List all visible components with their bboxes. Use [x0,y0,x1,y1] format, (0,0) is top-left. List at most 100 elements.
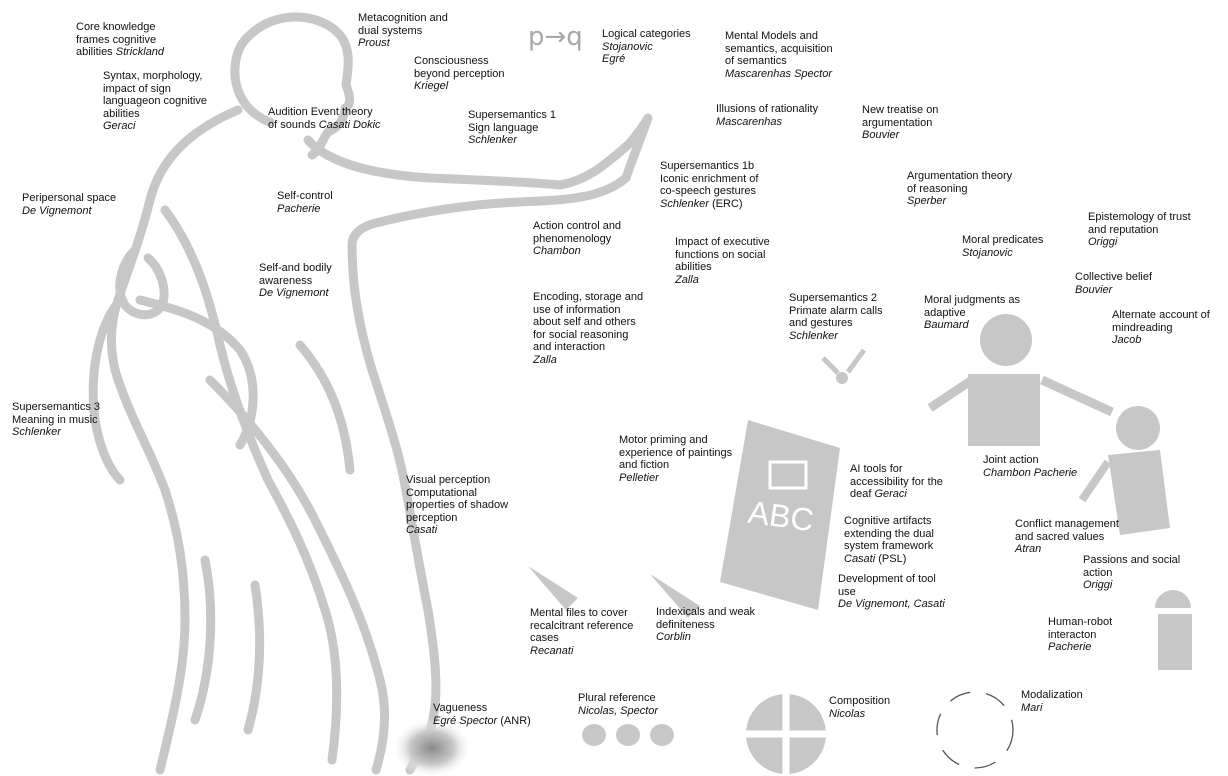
node-author: Schlenker [468,134,556,147]
node-author: Chambon Pacherie [983,467,1077,480]
node-title: Conflict management and sacred values [1015,518,1119,543]
person-1-arm-left [930,380,972,408]
node-author: Pacherie [1048,641,1112,654]
node-author: Schlenker [12,426,100,439]
node-title: Impact of executive functions on social … [675,236,770,273]
node-author: Strickland [116,46,164,58]
node-title: Development of tool use [838,573,936,598]
statue-drapery-3 [210,380,385,770]
node-supersemantics-1: Supersemantics 1 Sign languageSchlenker [468,109,556,147]
node-author: Zalla [533,354,643,367]
node-visual-perception: Visual perception Computational properti… [406,474,508,537]
node-title: Supersemantics 1 Sign language [468,109,556,134]
node-title: Consciousness beyond perception [414,55,505,80]
node-title: Vagueness [433,702,487,714]
node-author: Stojanovic Egré [602,41,691,66]
node-title: Motor priming and experience of painting… [619,434,732,471]
node-author: Proust [358,37,448,50]
node-author: Casati [406,524,508,537]
node-supersemantics-1b: Supersemantics 1b Iconic enrichment of c… [660,160,758,210]
node-title: Human-robot interacton [1048,616,1112,641]
node-supersemantics-2: Supersemantics 2 Primate alarm calls and… [789,292,883,342]
node-passions: Passions and social actionOriggi [1083,554,1180,592]
robot-head [1155,590,1191,608]
node-title: New treatise on argumentation [862,104,938,129]
node-title: Joint action [983,454,1039,466]
node-title: Moral predicates [962,234,1043,246]
node-argumentation: Argumentation theory of reasoningSperber [907,170,1012,208]
node-encoding: Encoding, storage and use of information… [533,291,643,366]
node-author: De Vignemont [22,205,116,218]
node-supersemantics-3: Supersemantics 3 Meaning in musicSchlenk… [12,401,100,439]
node-title: Mental Models and semantics, acquisition… [725,30,833,67]
node-author: Stojanovic [962,247,1043,260]
node-title: Epistemology of trust and reputation [1088,211,1191,236]
node-author: Sperber [907,195,1012,208]
triangle-left [528,566,578,610]
node-core-knowledge: Core knowledge frames cognitive abilitie… [76,21,164,59]
node-author: Origgi [1088,236,1191,249]
node-consciousness: Consciousness beyond perceptionKriegel [414,55,505,93]
node-author: Pelletier [619,472,732,485]
node-suffix: (ANR) [497,715,531,727]
node-syntax: Syntax, morphology, impact of sign langu… [103,70,207,133]
node-title: Collective belief [1075,271,1152,283]
node-author: Kriegel [414,80,505,93]
node-title: Logical categories [602,28,691,40]
node-title: Plural reference [578,692,656,704]
node-title: Metacognition and dual systems [358,12,448,37]
node-new-treatise: New treatise on argumentationBouvier [862,104,938,142]
node-author: Nicolas, Spector [578,705,658,718]
node-author: Mascarenhas Spector [725,68,833,81]
node-author: Chambon [533,245,621,258]
plural-dot [616,724,640,746]
node-author: Corblin [656,631,755,644]
plural-dots [582,724,674,746]
node-author: Baumard [924,319,1020,332]
node-plural-reference: Plural referenceNicolas, Spector [578,692,658,717]
alarm-dot [836,372,848,384]
node-author: Casati Dokic [319,119,381,131]
node-suffix: (PSL) [875,553,906,565]
composition-circle [744,692,828,776]
node-author: Zalla [675,274,770,287]
node-title: Supersemantics 3 Meaning in music [12,401,100,426]
node-title: Encoding, storage and use of information… [533,291,643,353]
statue-drapery-4 [300,345,350,470]
node-author: Bouvier [1075,284,1152,297]
node-author: Geraci [874,488,906,500]
plural-dot [582,724,606,746]
statue-drapery-5 [248,585,260,730]
node-title: Argumentation theory of reasoning [907,170,1012,195]
node-suffix: (ERC) [709,198,743,210]
node-title: Syntax, morphology, impact of sign langu… [103,70,207,120]
node-title: Passions and social action [1083,554,1180,579]
node-executive: Impact of executive functions on social … [675,236,770,286]
node-title: Self-and bodily awareness [259,262,332,287]
alarm-ray-left [823,358,838,373]
node-author: Mascarenhas [716,116,818,129]
plural-dot [650,724,674,746]
node-ai-tools: AI tools for accessibility for the deaf … [850,463,943,501]
node-title: Self-control [277,190,333,202]
node-title: Moral judgments as adaptive [924,294,1020,319]
node-title: Illusions of rationality [716,103,818,115]
node-author: Nicolas [829,708,890,721]
node-title: Supersemantics 1b Iconic enrichment of c… [660,160,758,197]
node-author: Schlenker [789,330,883,343]
person-1-body [968,374,1040,446]
alarm-ray-right [848,350,864,372]
node-motor-priming: Motor priming and experience of painting… [619,434,732,484]
node-cognitive-artifacts: Cognitive artifacts extending the dual s… [844,515,934,565]
node-audition: Audition Event theory of sounds Casati D… [268,106,381,131]
